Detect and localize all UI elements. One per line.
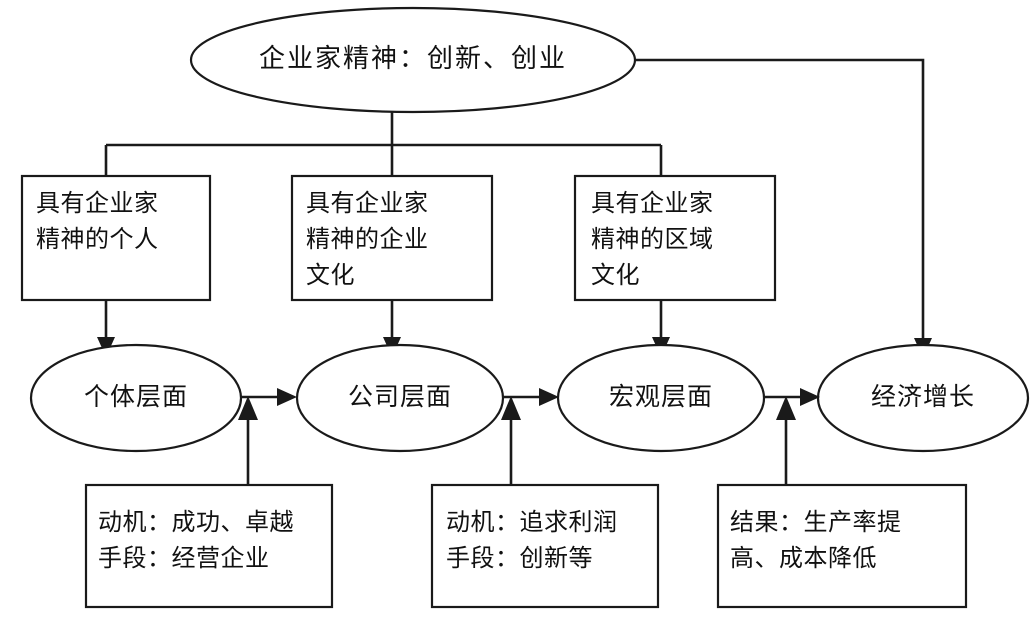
arrowhead-detail-individual (238, 396, 258, 420)
level-company-shape[interactable] (295, 343, 505, 453)
level-individual-shape[interactable] (29, 343, 243, 453)
arrowhead-macro-to-growth (800, 388, 820, 406)
detail-macro-shape[interactable] (716, 483, 968, 609)
entrepreneurship-root-shape[interactable] (189, 6, 637, 114)
level-growth-shape[interactable] (816, 343, 1030, 453)
arrowhead-detail-company (501, 396, 521, 420)
detail-individual-shape[interactable] (84, 483, 334, 609)
detail-company-shape[interactable] (430, 483, 660, 609)
trait-regional-culture-shape[interactable] (573, 174, 777, 302)
arrowhead-company-to-macro (539, 388, 559, 406)
trait-individual-shape[interactable] (20, 174, 212, 302)
level-macro-shape[interactable] (556, 343, 766, 453)
connector-root-to-growth (635, 58, 925, 345)
arrowhead-detail-macro (776, 396, 796, 420)
arrowhead-individual-to-company (277, 388, 297, 406)
trait-firm-culture-shape[interactable] (290, 174, 494, 302)
